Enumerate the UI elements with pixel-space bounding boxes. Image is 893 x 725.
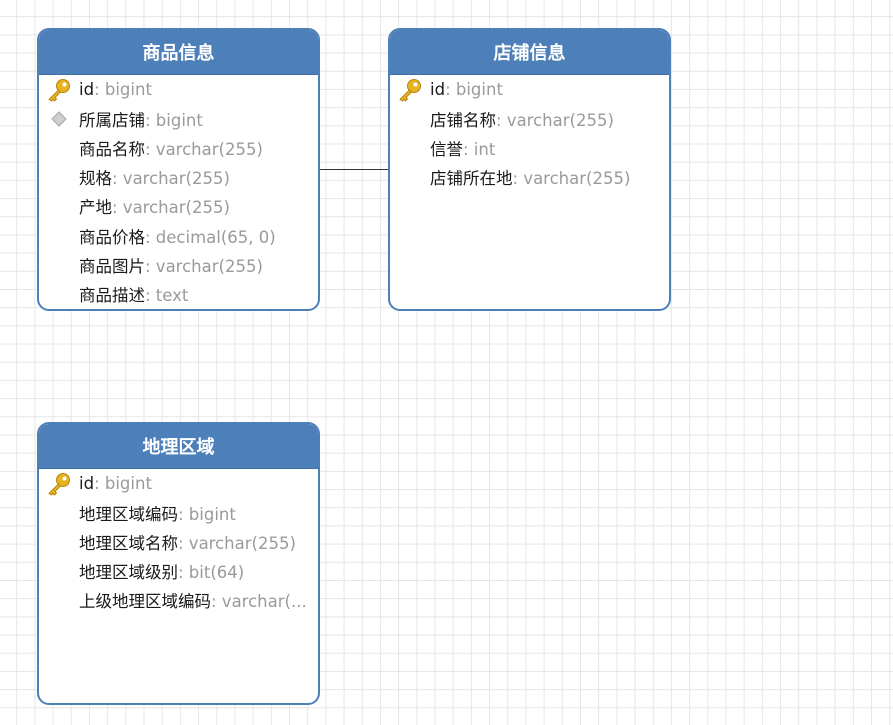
field-icon-placeholder	[39, 192, 79, 221]
field-type: : varchar(255)	[496, 110, 614, 130]
field-text: 商品价格: decimal(65, 0)	[79, 224, 318, 248]
field-row[interactable]: 产地: varchar(255)	[39, 192, 318, 221]
field-name: 地理区域编码	[79, 504, 178, 524]
field-row[interactable]: 商品价格: decimal(65, 0)	[39, 221, 318, 250]
field-row[interactable]: 店铺所在地: varchar(255)	[390, 163, 669, 192]
field-type: : varchar(...	[211, 592, 307, 612]
field-text: 地理区域名称: varchar(255)	[79, 530, 318, 554]
field-text: 商品图片: varchar(255)	[79, 253, 318, 277]
field-name: 店铺名称	[430, 110, 496, 130]
field-name: id	[79, 80, 95, 100]
field-type: : bigint	[94, 474, 152, 494]
field-text: id: bigint	[430, 80, 669, 99]
field-text: 信誉: int	[430, 136, 669, 160]
foreign-key-diamond-icon	[39, 104, 79, 133]
field-icon-placeholder	[39, 133, 79, 162]
primary-key-icon	[390, 75, 430, 104]
field-text: 店铺名称: varchar(255)	[430, 107, 669, 131]
field-row[interactable]: 信誉: int	[390, 133, 669, 162]
field-name: 规格	[79, 169, 112, 189]
field-icon-placeholder	[39, 498, 79, 527]
field-text: 所属店铺: bigint	[79, 107, 318, 131]
field-row[interactable]: id: bigint	[39, 75, 318, 104]
field-icon-placeholder	[39, 163, 79, 192]
field-text: 地理区域级别: bit(64)	[79, 559, 318, 583]
field-row[interactable]: 商品图片: varchar(255)	[39, 250, 318, 279]
field-type: : bigint	[145, 110, 203, 130]
field-text: id: bigint	[79, 80, 318, 99]
field-icon-placeholder	[390, 104, 430, 133]
field-text: 商品描述: text	[79, 282, 318, 306]
field-name: 地理区域名称	[79, 533, 178, 553]
field-type: : varchar(255)	[145, 139, 263, 159]
field-type: : bigint	[445, 80, 503, 100]
field-text: 店铺所在地: varchar(255)	[430, 165, 669, 189]
field-type: : bigint	[94, 80, 152, 100]
field-icon-placeholder	[390, 163, 430, 192]
field-type: : varchar(255)	[178, 533, 296, 553]
field-name: 产地	[79, 198, 112, 218]
field-name: 商品名称	[79, 139, 145, 159]
field-type: : bigint	[178, 504, 236, 524]
field-row[interactable]: 店铺名称: varchar(255)	[390, 104, 669, 133]
entity-title[interactable]: 店铺信息	[390, 30, 669, 75]
field-name: id	[430, 80, 446, 100]
field-text: id: bigint	[79, 474, 318, 493]
field-type: : varchar(255)	[512, 169, 631, 189]
field-row[interactable]: 地理区域名称: varchar(255)	[39, 527, 318, 556]
field-type: : varchar(255)	[112, 169, 230, 189]
field-text: 规格: varchar(255)	[79, 165, 318, 189]
field-row[interactable]: 所属店铺: bigint	[39, 104, 318, 133]
field-name: 地理区域级别	[79, 563, 178, 583]
field-name: 商品描述	[79, 285, 145, 305]
field-row[interactable]: 地理区域编码: bigint	[39, 498, 318, 527]
field-row[interactable]: id: bigint	[390, 75, 669, 104]
field-icon-placeholder	[390, 133, 430, 162]
field-type: : varchar(255)	[112, 198, 230, 218]
field-icon-placeholder	[39, 586, 79, 615]
field-row[interactable]: 规格: varchar(255)	[39, 163, 318, 192]
field-text: 地理区域编码: bigint	[79, 501, 318, 525]
field-type: : varchar(255)	[145, 256, 263, 276]
field-text: 上级地理区域编码: varchar(...	[79, 588, 318, 612]
field-row[interactable]: 地理区域级别: bit(64)	[39, 557, 318, 586]
field-name: id	[79, 474, 95, 494]
field-text: 产地: varchar(255)	[79, 194, 318, 218]
field-text: 商品名称: varchar(255)	[79, 136, 318, 160]
field-icon-placeholder	[39, 527, 79, 556]
field-type: : text	[145, 285, 189, 305]
primary-key-icon	[39, 469, 79, 498]
field-name: 所属店铺	[79, 110, 145, 130]
field-name: 店铺所在地	[430, 169, 513, 189]
field-icon-placeholder	[39, 221, 79, 250]
field-name: 商品图片	[79, 256, 145, 276]
entity-title[interactable]: 商品信息	[39, 30, 318, 75]
field-name: 信誉	[430, 139, 463, 159]
field-icon-placeholder	[39, 279, 79, 308]
field-icon-placeholder	[39, 557, 79, 586]
field-name: 商品价格	[79, 227, 145, 247]
field-row[interactable]: 上级地理区域编码: varchar(...	[39, 586, 318, 615]
field-icon-placeholder	[39, 250, 79, 279]
field-row[interactable]: id: bigint	[39, 469, 318, 498]
field-type: : decimal(65, 0)	[145, 227, 276, 247]
primary-key-icon	[39, 75, 79, 104]
field-type: : bit(64)	[178, 563, 245, 583]
field-row[interactable]: 商品名称: varchar(255)	[39, 133, 318, 162]
field-row[interactable]: 商品描述: text	[39, 279, 318, 308]
field-type: : int	[463, 139, 496, 159]
field-name: 上级地理区域编码	[79, 592, 211, 612]
relationship-line-product-store[interactable]	[318, 169, 390, 170]
entity-title[interactable]: 地理区域	[39, 424, 318, 469]
